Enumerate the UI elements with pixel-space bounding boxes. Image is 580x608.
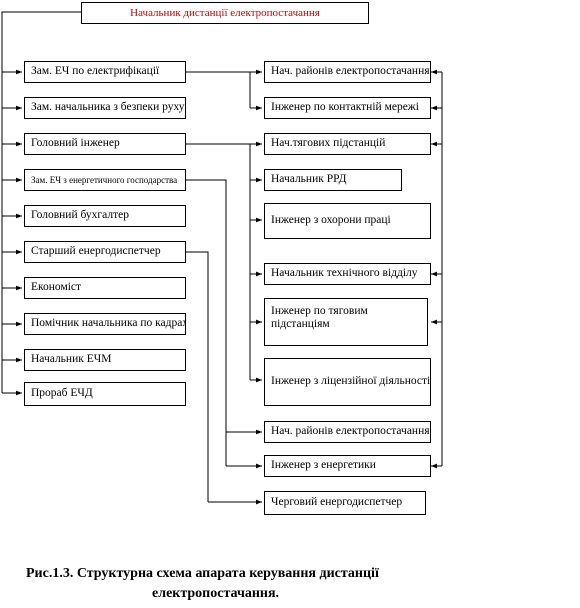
right-box-licensing-engineer: Інженер з ліцензійної діяльності. (264, 358, 431, 406)
left-box-deputy-energy: Зам. ЕЧ з енергетичного господарства (24, 169, 186, 191)
left-box-deputy-electrification: Зам. ЕЧ по електрифікації (24, 61, 186, 83)
right-box-district-head-2: Нач. районів електропостачання (264, 421, 431, 443)
right-box-duty-dispatcher: Черговий енергодиспетчер (264, 491, 426, 515)
left-box-deputy-safety: Зам. начальника з безпеки руху (24, 97, 186, 119)
left-box-economist: Економіст (24, 277, 186, 299)
right-box-traction-substations-engineer: Інженер по тяговим підстанціям (264, 298, 428, 346)
left-box-chief-accountant: Головний бухгалтер (24, 205, 186, 227)
right-box-contact-network-engineer: Інженер по контактній мережі (264, 97, 431, 119)
right-box-rrd-head: Начальник РРД (264, 169, 402, 191)
right-box-energy-engineer: Інженер з енергетики (264, 455, 431, 477)
right-box-safety-engineer: Інженер з охорони праці (264, 203, 431, 239)
left-box-hr-assistant: Помічник начальника по кадрах (24, 313, 186, 335)
left-box-ech-head: Начальник ЕЧМ (24, 349, 186, 371)
caption-line-1: Рис.1.3. Структурна схема апарата керува… (26, 566, 379, 581)
head-box: Начальник дистанції електропостачання (81, 2, 369, 24)
left-box-chief-engineer: Головний інженер (24, 133, 186, 155)
right-box-technical-dept-head: Начальник технічного відділу (264, 263, 431, 285)
left-box-foreman: Прораб ЕЧД (24, 382, 186, 406)
right-box-traction-substations-head: Нач.тягових підстанцій (264, 133, 431, 155)
right-box-district-head-1: Нач. районів електропостачання (264, 61, 431, 83)
caption-line-2: електропостачання. (152, 586, 280, 601)
left-box-senior-dispatcher: Старший енергодиспетчер (24, 241, 186, 263)
